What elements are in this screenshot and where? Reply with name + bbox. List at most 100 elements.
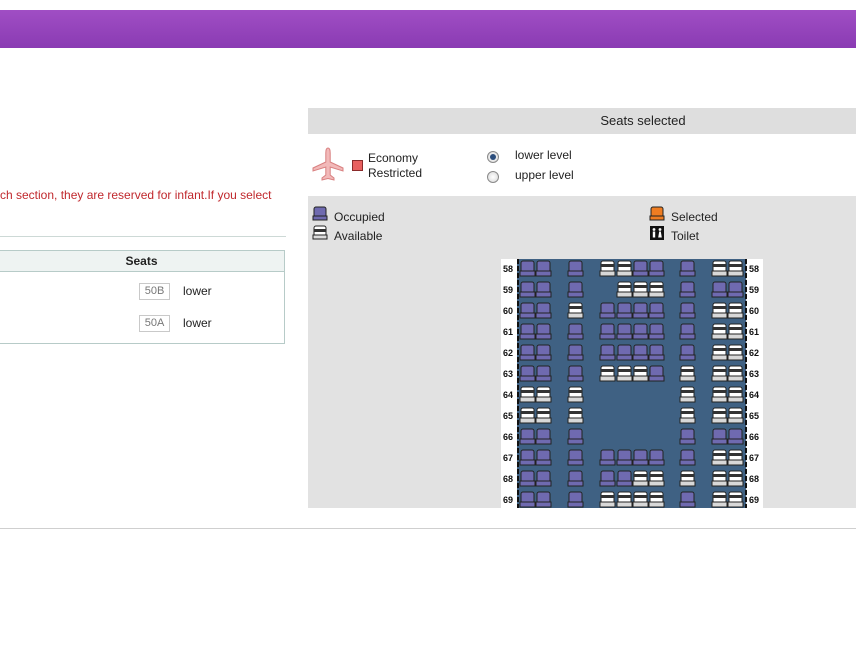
occupied-seat [599, 323, 616, 340]
available-seat[interactable] [679, 470, 696, 487]
cabin-floor [517, 259, 746, 508]
occupied-seat [599, 302, 616, 319]
economy-restricted-label: Economy Restricted [368, 151, 423, 180]
lower-level-label[interactable]: lower level [515, 148, 572, 162]
available-seat[interactable] [632, 470, 649, 487]
available-seat[interactable] [711, 302, 728, 319]
available-seat[interactable] [711, 449, 728, 466]
available-seat[interactable] [519, 407, 536, 424]
row-number: 66 [749, 432, 759, 442]
available-seat[interactable] [679, 407, 696, 424]
available-seat[interactable] [727, 449, 744, 466]
available-seat[interactable] [567, 386, 584, 403]
available-seat[interactable] [711, 386, 728, 403]
available-seat[interactable] [535, 386, 552, 403]
row-number: 64 [749, 390, 759, 400]
available-seat[interactable] [727, 344, 744, 361]
occupied-seat [519, 470, 536, 487]
occupied-seat [632, 302, 649, 319]
available-seat[interactable] [727, 386, 744, 403]
row-number: 58 [503, 264, 513, 274]
occupied-seat [535, 323, 552, 340]
available-seat[interactable] [711, 260, 728, 277]
occupied-seat [648, 449, 665, 466]
available-seat[interactable] [535, 407, 552, 424]
occupied-seat [519, 302, 536, 319]
available-seat[interactable] [616, 281, 633, 298]
infant-warning: ch section, they are reserved for infant… [0, 188, 272, 202]
occupied-seat [632, 344, 649, 361]
available-seat[interactable] [711, 470, 728, 487]
occupied-seat [616, 302, 633, 319]
airplane-icon [312, 147, 344, 181]
available-seat[interactable] [679, 386, 696, 403]
row-number: 62 [749, 348, 759, 358]
available-seat[interactable] [648, 491, 665, 508]
available-seat[interactable] [711, 407, 728, 424]
available-seat[interactable] [727, 470, 744, 487]
occupied-seat [519, 449, 536, 466]
available-seat[interactable] [616, 260, 633, 277]
available-seat[interactable] [632, 281, 649, 298]
available-seat[interactable] [711, 323, 728, 340]
available-seat[interactable] [519, 386, 536, 403]
available-seat[interactable] [567, 407, 584, 424]
available-seat[interactable] [599, 260, 616, 277]
available-seat[interactable] [727, 407, 744, 424]
occupied-seat [519, 281, 536, 298]
seat-level: lower [183, 284, 212, 298]
available-seat[interactable] [727, 323, 744, 340]
available-seat[interactable] [711, 491, 728, 508]
row-number: 63 [749, 369, 759, 379]
available-seat[interactable] [599, 365, 616, 382]
row-number: 65 [749, 411, 759, 421]
occupied-seat [679, 428, 696, 445]
available-seat[interactable] [727, 302, 744, 319]
occupied-seat [599, 344, 616, 361]
occupied-seat [616, 449, 633, 466]
available-seat[interactable] [711, 365, 728, 382]
row-number: 65 [503, 411, 513, 421]
occupied-seat [567, 281, 584, 298]
available-seat[interactable] [616, 491, 633, 508]
available-seat[interactable] [632, 491, 649, 508]
lower-level-radio[interactable] [487, 151, 499, 163]
row-number: 66 [503, 432, 513, 442]
available-seat[interactable] [727, 260, 744, 277]
available-seat[interactable] [616, 365, 633, 382]
row-number: 64 [503, 390, 513, 400]
divider [0, 236, 286, 237]
occupied-seat-icon [312, 206, 328, 221]
occupied-seat [679, 260, 696, 277]
upper-level-label[interactable]: upper level [515, 168, 574, 182]
occupied-seat [519, 491, 536, 508]
available-seat[interactable] [648, 281, 665, 298]
available-seat[interactable] [711, 344, 728, 361]
occupied-seat [519, 365, 536, 382]
seat-code-field[interactable]: 50B [139, 283, 170, 300]
seat-code-field[interactable]: 50A [139, 315, 170, 332]
occupied-seat [567, 470, 584, 487]
available-seat[interactable] [679, 365, 696, 382]
occupied-seat [535, 344, 552, 361]
available-seat[interactable] [567, 302, 584, 319]
selected-seat-icon [649, 206, 665, 221]
economy-restricted-swatch [352, 160, 363, 171]
available-seat[interactable] [727, 365, 744, 382]
occupied-seat [535, 428, 552, 445]
occupied-seat [599, 470, 616, 487]
row-number: 61 [503, 327, 513, 337]
divider [0, 528, 856, 529]
upper-level-radio[interactable] [487, 171, 499, 183]
available-seat[interactable] [632, 365, 649, 382]
occupied-seat [519, 260, 536, 277]
cabin-legend: Economy Restricted lower level upper lev… [308, 134, 856, 196]
seats-table: Seats 50B lower 50A lower [0, 250, 285, 344]
available-seat[interactable] [648, 470, 665, 487]
table-row: 50B lower [0, 283, 284, 303]
available-seat[interactable] [599, 491, 616, 508]
occupied-seat [648, 365, 665, 382]
occupied-seat [679, 323, 696, 340]
available-seat[interactable] [727, 491, 744, 508]
